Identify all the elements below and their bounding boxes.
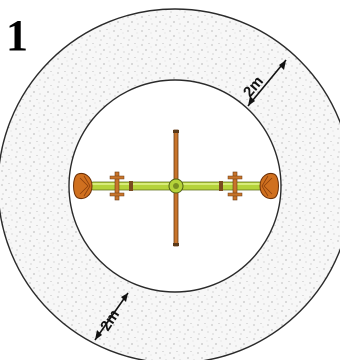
right-seat: [259, 173, 279, 199]
seesaw-equipment-icon: [73, 129, 279, 247]
figure-number: 1: [6, 11, 28, 60]
right-handle: [227, 171, 243, 201]
left-seat: [73, 173, 93, 199]
left-handle: [109, 171, 125, 201]
